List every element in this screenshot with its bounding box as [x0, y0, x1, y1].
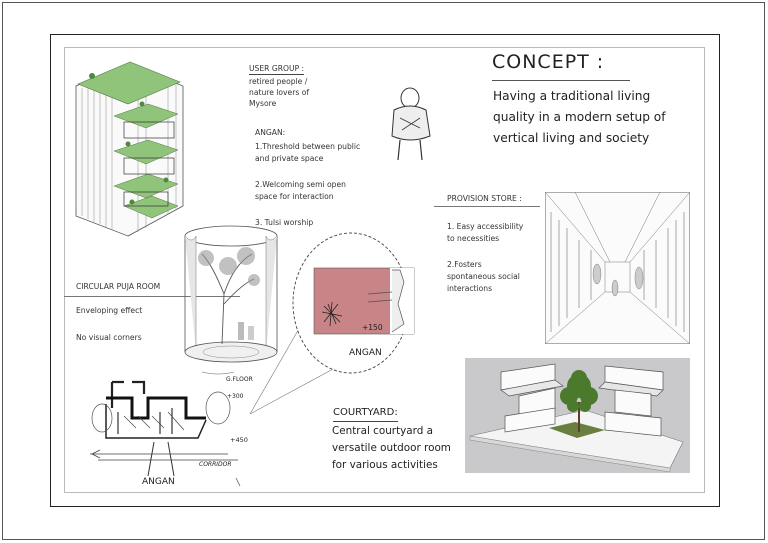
vertical-building-illustration	[75, 61, 184, 237]
puja-section-rule	[64, 296, 240, 297]
angan-note-line-4: space for interaction	[255, 192, 334, 201]
angan-detail-bubble	[292, 232, 415, 374]
sketch-floor-label: G.FLOOR	[226, 376, 253, 383]
angan-note-line-2: and private space	[255, 154, 324, 163]
provision-line-2: to necessities	[447, 234, 500, 243]
presentation-sheet	[50, 34, 720, 507]
provision-line-1: 1. Easy accessibility	[447, 222, 524, 231]
angan-note-line-1: 1.Threshold between public	[255, 142, 361, 151]
provision-line-3: 2.Fosters	[447, 260, 482, 269]
user-group-heading: USER GROUP :	[249, 64, 305, 76]
provision-store-sketch	[544, 191, 691, 345]
angan-note-line-3: 2.Welcoming semi open	[255, 180, 346, 189]
concept-title-rule	[492, 80, 630, 81]
angan-level-label: +150	[362, 323, 383, 332]
sheet-inner-border	[64, 47, 705, 493]
angan-notes-heading: ANGAN:	[255, 128, 286, 137]
angan-note-line-5: 3. Tulsi worship	[255, 218, 314, 227]
concept-title: CONCEPT :	[492, 51, 605, 73]
puja-room-line-2: No visual corners	[76, 333, 142, 342]
concept-body: Having a traditional living quality in a…	[493, 89, 666, 145]
puja-room-sketch	[184, 225, 278, 363]
user-group-line-2: nature lovers of	[249, 88, 310, 97]
courtyard-render	[465, 358, 690, 473]
sketch-level-300: +300	[227, 393, 244, 400]
puja-room-line-1: Enveloping effect	[76, 306, 143, 315]
user-group-line-1: retired people /	[249, 77, 308, 86]
user-group-line-3: Mysore	[249, 99, 277, 108]
courtyard-heading: COURTYARD:	[333, 407, 398, 422]
person-sketch	[391, 87, 431, 161]
sketch-level-450: +450	[230, 436, 248, 444]
sketch-corridor-label: CORRIDOR	[199, 461, 232, 468]
puja-room-heading: CIRCULAR PUJA ROOM	[76, 282, 161, 291]
provision-line-5: interactions	[447, 284, 493, 293]
angan-detail-label: ANGAN	[349, 348, 382, 358]
courtyard-body: Central courtyard a versatile outdoor ro…	[332, 425, 451, 471]
provision-store-rule	[434, 206, 540, 207]
angan-plan-sketch	[90, 371, 241, 487]
provision-line-4: spontaneous social	[447, 272, 520, 281]
sketch-angan-label: ANGAN	[142, 477, 175, 487]
provision-store-heading: PROVISION STORE :	[447, 194, 522, 203]
